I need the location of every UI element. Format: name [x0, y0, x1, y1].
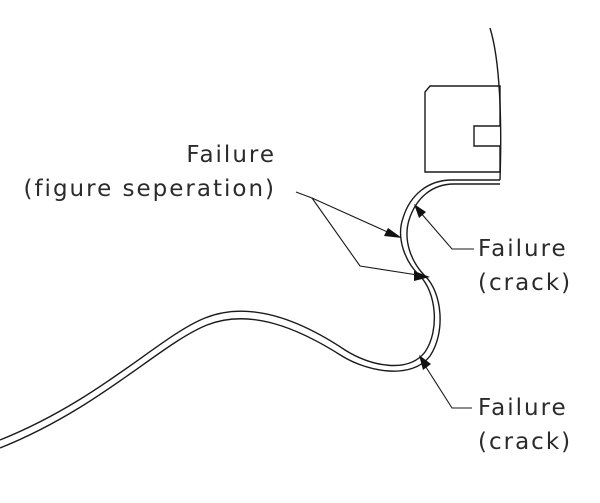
arrowhead-figure-1 [384, 228, 402, 238]
layer-curve-outer [0, 179, 500, 441]
crack-lower-label-line2: (crack) [478, 429, 572, 455]
crack-lower-label-line1: Failure [478, 395, 568, 421]
crack-upper-label-line2: (crack) [478, 270, 572, 296]
bracket-block [424, 85, 501, 173]
layer-curve-inner [0, 183, 500, 449]
leader-figure-1 [295, 191, 393, 235]
leader-crack-lower [423, 363, 472, 409]
arrowhead-figure-2 [414, 271, 430, 281]
leader-figure-2 [311, 197, 425, 277]
figure-failure-label-line2: (figure seperation) [23, 176, 276, 202]
arrowhead-crack-upper [414, 204, 426, 218]
outer-edge-arc [489, 27, 502, 181]
crack-upper-label-line1: Failure [478, 236, 568, 262]
leader-crack-upper [419, 211, 474, 250]
arrowhead-crack-lower [419, 355, 431, 370]
figure-failure-label-line1: Failure [186, 142, 276, 168]
